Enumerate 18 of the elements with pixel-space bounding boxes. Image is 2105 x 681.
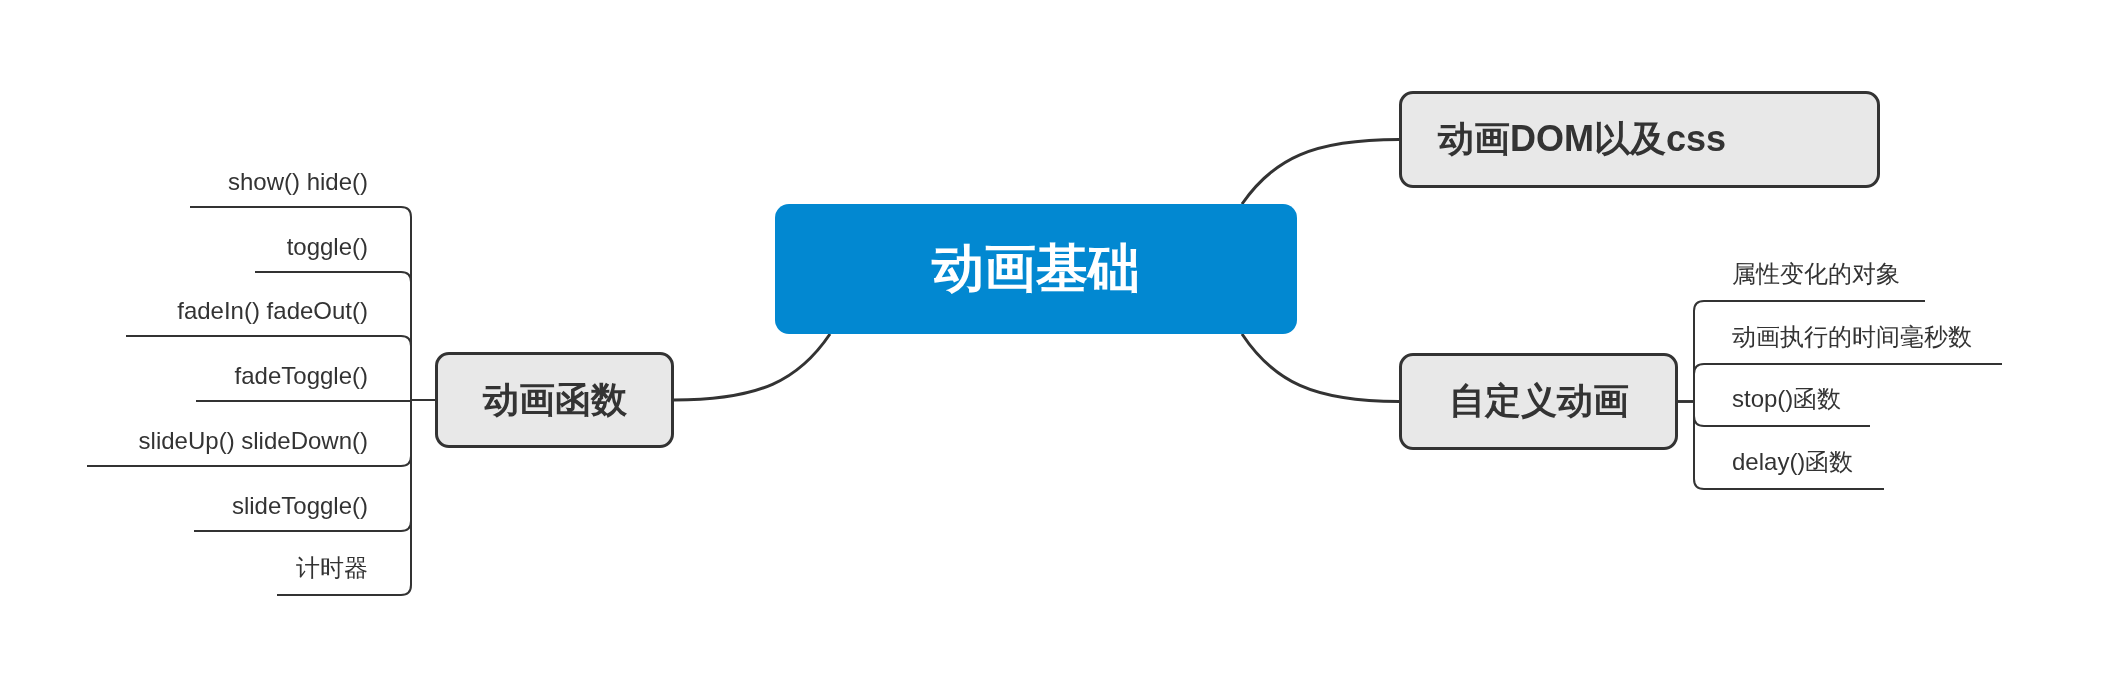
subtopic-label: show() hide() [190, 158, 384, 208]
subtopic-label: fadeIn() fadeOut() [126, 287, 384, 337]
subtopic-label: toggle() [255, 223, 384, 273]
subtopic-label: slideToggle() [194, 482, 384, 532]
subtopic-label: 动画执行的时间毫秒数 [1717, 315, 2002, 365]
branch-connector [673, 333, 832, 402]
subtopic-label: 属性变化的对象 [1717, 252, 1925, 302]
topic-box: 动画DOM以及css [1399, 91, 1880, 188]
subtopic-label: delay()函数 [1717, 440, 1884, 490]
subtopic-label: slideUp() slideDown() [87, 417, 384, 467]
subtopic-label: stop()函数 [1717, 377, 1870, 427]
topic-box: 自定义动画 [1399, 353, 1678, 450]
topic-box: 动画函数 [435, 352, 674, 448]
branch-connector [1240, 138, 1400, 205]
central-topic: 动画基础 [775, 204, 1297, 334]
branch-connector [1240, 333, 1400, 403]
subtopic-label: fadeToggle() [196, 352, 384, 402]
subtopic-label: 计时器 [277, 546, 384, 596]
